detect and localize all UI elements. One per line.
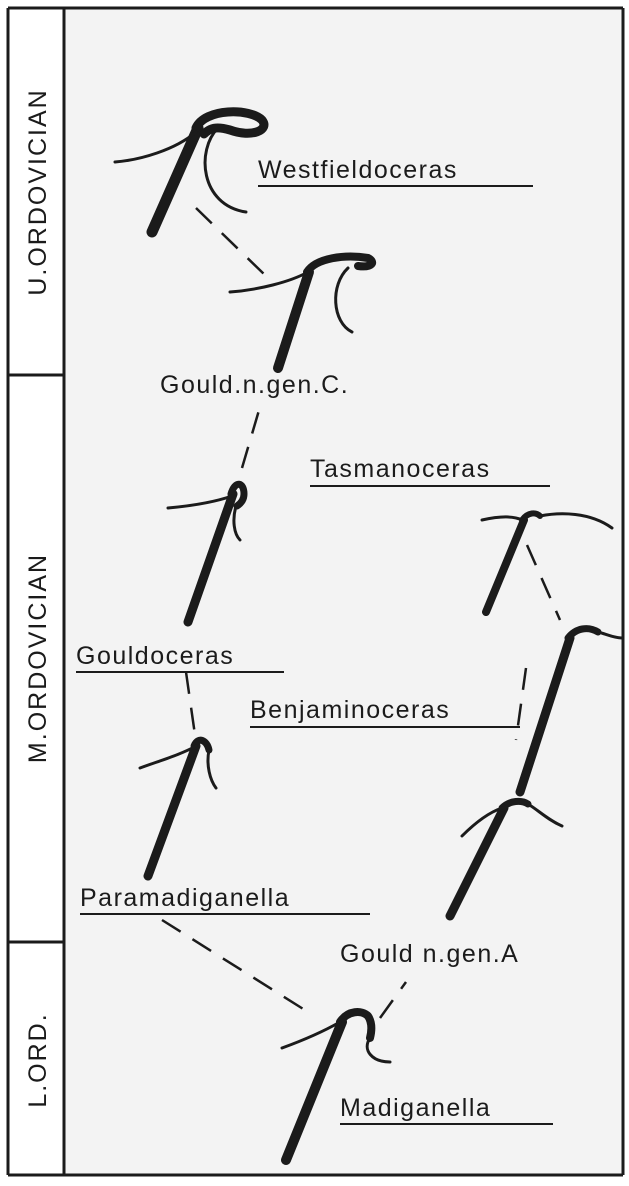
link-madiganella-gould-a bbox=[378, 981, 408, 1019]
taxon-label-paramadiganella: Paramadiganella bbox=[80, 884, 290, 912]
frame bbox=[6, 6, 625, 1177]
taxon-labels: Westfieldoceras Gould.n.gen.C. Tasmanoce… bbox=[76, 156, 553, 1125]
taxon-label-gouldoceras: Gouldoceras bbox=[76, 642, 234, 670]
link-madiganella-paramadiganella bbox=[161, 918, 309, 1014]
link-gould-a-benjaminoceras bbox=[514, 667, 528, 741]
period-label-middle: M.ORDOVICIAN bbox=[24, 553, 52, 763]
taxon-label-benjaminoceras: Benjaminoceras bbox=[250, 696, 450, 724]
shell-westfieldoceras bbox=[113, 107, 269, 238]
taxon-label-gould-n-gen-a: Gould n.gen.A bbox=[340, 940, 519, 968]
shell-sketches bbox=[113, 107, 624, 1165]
relationship-links bbox=[161, 207, 562, 1019]
shell-tasmanoceras bbox=[480, 510, 614, 616]
chart-panel bbox=[64, 8, 623, 1175]
link-benjaminoceras-tasmanoceras bbox=[525, 544, 562, 621]
shell-gouldoceras bbox=[166, 480, 248, 627]
taxon-label-westfieldoceras: Westfieldoceras bbox=[258, 156, 458, 184]
link-gould-c-westfieldoceras bbox=[195, 207, 269, 279]
shell-gould-n-gen-c bbox=[228, 252, 377, 373]
taxon-label-tasmanoceras: Tasmanoceras bbox=[310, 455, 491, 483]
link-paramadiganella-gouldoceras bbox=[184, 671, 197, 736]
shell-benjaminoceras bbox=[515, 625, 624, 797]
link-gouldoceras-gould-c bbox=[240, 399, 264, 469]
taxon-label-gould-n-gen-c: Gould.n.gen.C. bbox=[160, 371, 349, 399]
shell-madiganella bbox=[280, 1008, 392, 1165]
shell-gould-n-gen-a bbox=[445, 797, 564, 921]
taxon-label-madiganella: Madiganella bbox=[340, 1094, 491, 1122]
period-label-upper: U.ORDOVICIAN bbox=[24, 88, 52, 295]
period-label-lower: L.ORD. bbox=[24, 1012, 52, 1107]
shell-paramadiganella bbox=[138, 736, 218, 881]
